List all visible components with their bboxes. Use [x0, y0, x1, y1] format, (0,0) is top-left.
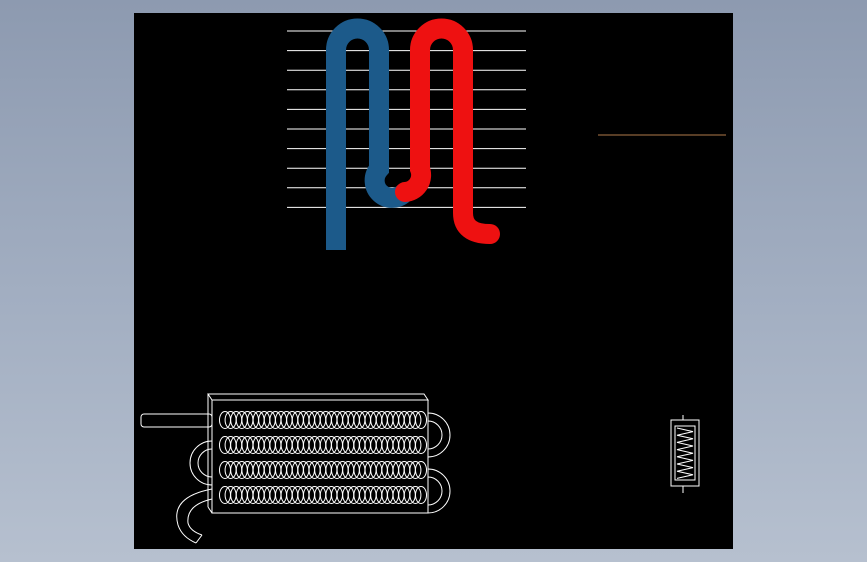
- coil-loop: [415, 461, 427, 479]
- coil-side-view: [670, 415, 700, 493]
- coil-3d-view: [140, 393, 451, 544]
- return-bend-right-1: [427, 412, 451, 458]
- coil-loop: [409, 486, 422, 504]
- side-view-inner: [674, 425, 696, 481]
- fin-lines: [287, 30, 526, 208]
- return-bend-right-2: [427, 468, 451, 514]
- coil-loop: [409, 411, 422, 429]
- coil-loop: [409, 436, 422, 454]
- coil-loop: [409, 461, 422, 479]
- coil-box-top: [207, 393, 429, 401]
- hot-pipe-section: [395, 18, 500, 244]
- outlet-end: [195, 534, 203, 544]
- outlet-bend: [176, 488, 213, 544]
- coil-loop: [415, 436, 427, 454]
- coil-loop: [415, 411, 427, 429]
- inlet-tube: [140, 413, 213, 428]
- coil-box-edge: [207, 506, 213, 514]
- side-view-frame: [670, 419, 700, 487]
- serpentine-pipe-diagram: [287, 18, 526, 250]
- cad-viewport[interactable]: [134, 13, 733, 549]
- cold-pipe-section: [326, 18, 413, 250]
- helical-coil-rows: [219, 411, 427, 504]
- cad-drawing: [140, 18, 726, 544]
- side-view-spring: [676, 427, 694, 479]
- return-bend-left: [189, 440, 213, 486]
- coil-loop: [415, 486, 427, 504]
